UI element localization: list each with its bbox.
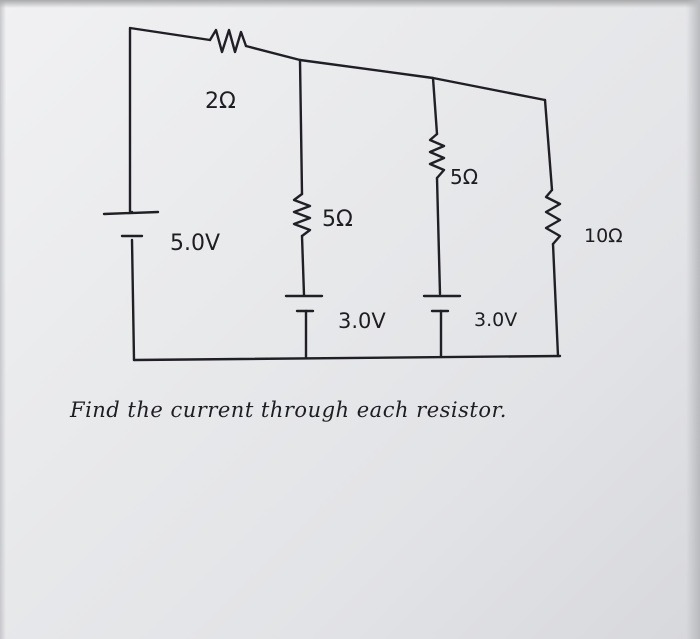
- right-branch-lower-wire: [551, 242, 560, 358]
- top-left-wire: [128, 26, 212, 214]
- battery-center-label: 3.0V: [474, 309, 517, 331]
- center-branch-lower-wire: [435, 176, 442, 296]
- resistor-5ohm-center-label: 5Ω: [450, 165, 478, 189]
- resistor-2ohm-label: 2Ω: [205, 89, 236, 114]
- instruction-text: Find the current through each resistor.: [70, 398, 507, 422]
- battery-left-long-plate: [102, 210, 160, 216]
- top-right-wire: [244, 44, 547, 102]
- resistor-5ohm-center-symbol: [428, 132, 446, 180]
- battery-mid-label: 3.0V: [338, 309, 386, 333]
- resistor-10ohm-symbol: [544, 188, 562, 246]
- mid-branch-lower-wire: [300, 234, 306, 297]
- paper-top-shadow: [0, 0, 700, 8]
- paper-right-shadow: [686, 0, 700, 639]
- battery-left-label: 5.0V: [170, 231, 220, 256]
- mid-branch-upper-wire: [298, 58, 304, 196]
- resistor-5ohm-left-symbol: [292, 192, 312, 238]
- paper-edge-shadow: [0, 0, 6, 639]
- left-bottom-wire: [130, 238, 136, 362]
- resistor-2ohm-symbol: [208, 28, 248, 54]
- right-branch-upper-wire: [543, 98, 554, 192]
- resistor-10ohm-label: 10Ω: [584, 225, 623, 247]
- resistor-5ohm-left-label: 5Ω: [322, 207, 353, 232]
- center-branch-upper-wire: [431, 76, 439, 136]
- bottom-wire: [132, 354, 562, 362]
